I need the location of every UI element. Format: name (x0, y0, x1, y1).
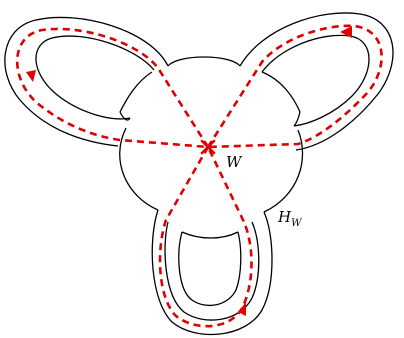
body-arc-upper-right (261, 71, 301, 113)
lobe-upper-left-outer (4, 16, 169, 147)
path-upper-right-loop (206, 24, 383, 149)
central-body (119, 56, 304, 213)
lobe-upper-left-inner (35, 35, 155, 120)
arrow-head-bottom (238, 302, 246, 316)
lobe-upper-right-outer (239, 12, 394, 151)
handlebody-label-sub: W (291, 218, 302, 229)
lobe-upper-left (4, 16, 169, 147)
body-arc-left (119, 127, 159, 211)
path-arrows (26, 26, 352, 316)
path-bottom-loop (158, 146, 253, 328)
lobe-upper-right-inner (261, 34, 370, 127)
body-arc-upper-left (119, 71, 153, 113)
lobe-upper-right (239, 12, 394, 151)
arrow-head-left (26, 70, 36, 82)
body-arc-top (167, 56, 241, 67)
vertex-marker (200, 139, 216, 155)
lobe-bottom-inner-outer (164, 221, 260, 321)
arrow-head-top-right (340, 26, 352, 38)
vertex-label: W (226, 153, 243, 171)
dashed-path (15, 24, 383, 328)
lobe-bottom-outer (151, 209, 273, 336)
vertex-cross-b (200, 139, 216, 155)
body-arc-right (263, 129, 304, 213)
path-upper-left-loop (15, 27, 210, 149)
lobe-upper-left-connector (119, 111, 131, 121)
lobe-bottom (151, 209, 273, 336)
lobe-bottom-inner (178, 231, 242, 307)
lobe-bottom-cap (181, 231, 239, 239)
handlebody-label: HW (277, 208, 302, 229)
lobe-upper-right-connector (293, 111, 301, 127)
handlebody-label-main: H (277, 208, 292, 226)
